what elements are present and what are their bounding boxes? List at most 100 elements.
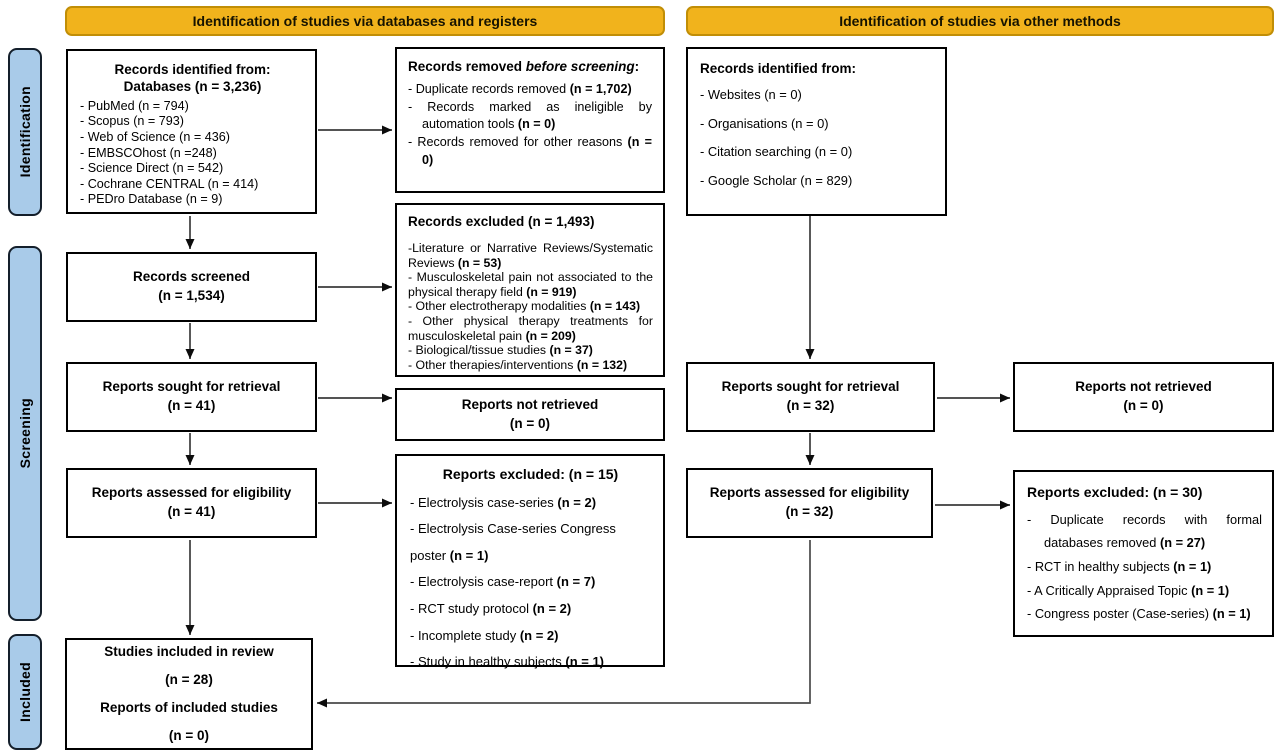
removed-reasons-list: - Duplicate records removed (n = 1,702) …	[408, 81, 652, 169]
list-item: - Congress poster (Case-series) (n = 1)	[1027, 602, 1262, 626]
item-count: (n = 0)	[422, 135, 652, 167]
list-item: - Records marked as ineligible by automa…	[408, 99, 652, 134]
box-line: Reports assessed for eligibility	[91, 485, 292, 501]
item-count: (n = 1)	[1212, 606, 1251, 622]
box-reports-not-retrieved-other: Reports not retrieved (n = 0)	[1013, 362, 1274, 432]
list-item: - Organisations (n = 0)	[700, 115, 829, 131]
reports-excluded-list: - Electrolysis case-series (n = 2) - Ele…	[410, 490, 651, 676]
item-count: (n = 27)	[1159, 535, 1206, 551]
item-count: (n = 2)	[532, 601, 572, 617]
box-line: (n = 0)	[168, 727, 210, 743]
item-text: - RCT study protocol	[410, 601, 533, 617]
item-text: - Incomplete study	[410, 627, 520, 643]
box-records-removed-title: Records removed before screening:	[408, 58, 652, 76]
box-line: Reports of included studies	[100, 700, 278, 715]
box-reports-sought-other: Reports sought for retrieval (n = 32)	[686, 362, 935, 432]
item-text: -Literature or Narrative Reviews/Systema…	[408, 240, 653, 270]
list-item: - Websites (n = 0)	[700, 86, 802, 102]
item-count: (n = 209)	[525, 328, 576, 343]
list-item: - RCT study protocol (n = 2)	[410, 596, 651, 623]
box-line: (n = 41)	[167, 398, 216, 413]
item-text: - Other therapies/interventions	[408, 357, 577, 372]
item-text: - RCT in healthy subjects	[1027, 558, 1174, 574]
item-text: - Records marked as ineligible by automa…	[408, 99, 652, 132]
list-item: - Other therapies/interventions (n = 132…	[408, 358, 653, 373]
list-item: - Cochrane CENTRAL (n = 414)	[80, 176, 259, 191]
box-line: Reports not retrieved	[1075, 379, 1212, 395]
item-count: (n = 7)	[556, 574, 596, 590]
box-reports-excluded-title: Reports excluded: (n = 15)	[442, 466, 619, 482]
box-line: (n = 1,534)	[158, 288, 225, 303]
item-text: - Congress poster (Case-series)	[1027, 606, 1213, 622]
item-text: - Electrolysis case-series	[410, 494, 558, 510]
list-item: - RCT in healthy subjects (n = 1)	[1027, 555, 1262, 579]
box-line: Reports sought for retrieval	[721, 379, 900, 395]
box-line: (n = 28)	[165, 672, 213, 688]
item-count: (n = 37)	[549, 343, 593, 358]
list-item: - Web of Science (n = 436)	[80, 129, 230, 144]
database-list: - PubMed (n = 794) - Scopus (n = 793) - …	[78, 99, 307, 208]
banner-other-methods: Identification of studies via other meth…	[686, 6, 1274, 36]
list-item: - Duplicate records with formal database…	[1027, 508, 1262, 555]
item-count: (n = 1)	[1173, 558, 1212, 574]
stage-screening-label: Screening	[17, 398, 33, 469]
list-item: - Incomplete study (n = 2)	[410, 623, 651, 650]
box-reports-assessed-other: Reports assessed for eligibility (n = 32…	[686, 468, 933, 538]
box-line: Studies included in review	[104, 644, 274, 660]
list-item: - Duplicate records removed (n = 1,702)	[408, 81, 652, 99]
list-item: -Literature or Narrative Reviews/Systema…	[408, 241, 653, 270]
item-text: - Musculoskeletal pain not associated to…	[408, 270, 653, 299]
stage-identification: Identification	[8, 48, 42, 216]
list-item: - Biological/tissue studies (n = 37)	[408, 343, 653, 358]
list-item: - Scopus (n = 793)	[80, 114, 184, 129]
banner-other-label: Identification of studies via other meth…	[839, 13, 1121, 29]
item-count: (n = 143)	[589, 299, 641, 314]
list-item: - A Critically Appraised Topic (n = 1)	[1027, 579, 1262, 603]
box-line: Reports not retrieved	[461, 396, 599, 412]
item-count: (n = 2)	[557, 494, 597, 510]
banner-databases-label: Identification of studies via databases …	[192, 13, 538, 29]
box-reports-excluded-databases: Reports excluded: (n = 15) - Electrolysi…	[395, 454, 665, 669]
title-part: Records removed	[408, 59, 526, 74]
item-text: - Other physical therapy treatments for …	[408, 314, 653, 343]
list-item: - PEDro Database (n = 9)	[80, 192, 223, 207]
box-records-identified-other: Records identified from: - Websites (n =…	[686, 47, 947, 216]
reports-excluded-other-list: - Duplicate records with formal database…	[1027, 508, 1262, 626]
box-reports-assessed-databases: Reports assessed for eligibility (n = 41…	[66, 468, 317, 538]
item-text: - Records removed for other reasons	[408, 135, 628, 150]
box-studies-included: Studies included in review (n = 28) Repo…	[65, 638, 313, 750]
list-item: - Other electrotherapy modalities (n = 1…	[408, 299, 653, 314]
box-reports-excluded-other-title: Reports excluded: (n = 30)	[1027, 484, 1203, 500]
excluded-reasons-list: -Literature or Narrative Reviews/Systema…	[408, 241, 653, 373]
item-count: (n = 1,702)	[569, 82, 632, 97]
stage-screening: Screening	[8, 246, 42, 621]
item-text: - A Critically Appraised Topic	[1027, 582, 1192, 598]
box-records-excluded: Records excluded (n = 1,493) -Literature…	[395, 203, 665, 377]
box-line: Reports assessed for eligibility	[709, 485, 910, 501]
list-item: - Other physical therapy treatments for …	[408, 314, 653, 343]
list-item: - Electrolysis Case-series Congress post…	[410, 516, 651, 569]
other-sources-list: - Websites (n = 0) - Organisations (n = …	[700, 87, 935, 190]
box-line: (n = 41)	[167, 504, 216, 519]
box-reports-not-retrieved-databases: Reports not retrieved (n = 0)	[395, 388, 665, 441]
box-line: (n = 0)	[509, 415, 551, 431]
box-reports-excluded-other: Reports excluded: (n = 30) - Duplicate r…	[1013, 470, 1274, 637]
list-item: - Science Direct (n = 542)	[80, 161, 224, 176]
list-item: - EMBSCOhost (n =248)	[80, 145, 217, 160]
item-count: (n = 2)	[519, 627, 559, 643]
box-records-excluded-title: Records excluded (n = 1,493)	[408, 214, 595, 229]
box-line: Reports sought for retrieval	[102, 379, 281, 395]
box-records-identified-databases: Records identified from: Databases (n = …	[66, 49, 317, 214]
stage-included: Included	[8, 634, 42, 750]
item-count: (n = 0)	[517, 117, 556, 132]
list-item: - Study in healthy subjects (n = 1)	[410, 649, 651, 676]
item-count: (n = 1)	[449, 547, 489, 563]
item-text: - Duplicate records removed	[408, 82, 570, 97]
list-item: - Citation searching (n = 0)	[700, 144, 853, 160]
stage-included-label: Included	[17, 662, 33, 722]
title-line: Databases (n = 3,236)	[123, 78, 262, 94]
box-line: (n = 32)	[786, 398, 835, 413]
box-line: (n = 32)	[785, 504, 834, 519]
